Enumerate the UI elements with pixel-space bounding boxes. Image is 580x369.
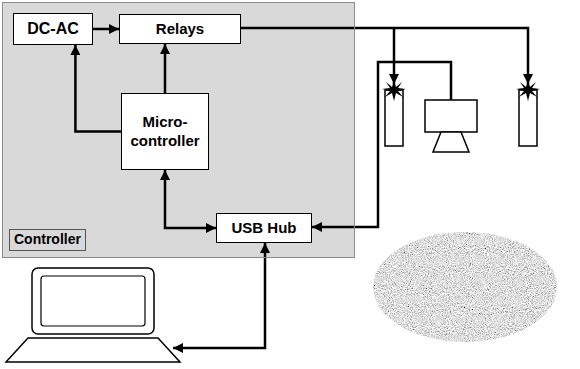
controller-panel: Controller DC-AC RelaysMicro- controllerUS… [2,2,355,258]
camera-body [425,100,477,132]
usb-cable [312,62,451,227]
panel-label: Controller [9,229,86,251]
connector-arrow [75,45,121,132]
box-label: DC-AC [27,19,79,39]
converter-box: DC-AC [13,13,93,45]
laptop-monitor [32,268,154,334]
camera-lens [433,132,469,152]
lamp-burst [516,80,540,101]
usb-hub-box: USB Hub [216,213,312,243]
lamp-burst [382,80,406,101]
usb-cable [173,243,265,348]
laptop-base [6,338,180,362]
box-label: Relays [156,20,204,39]
connector-arrow [93,28,119,31]
power-wire [238,28,528,84]
box-label: Micro- controller [127,113,203,151]
sample-surface [373,232,557,342]
microcontroller-box: Micro- controller [121,93,209,170]
controller-housing [2,2,355,258]
box-label: USB Hub [232,219,297,238]
connector-arrow [164,44,167,93]
power-wire [393,28,396,84]
laptop-screen [41,276,145,326]
connector-arrow [165,170,216,228]
panel-title: Controller [14,231,81,249]
relay-box: Relays [119,14,241,44]
